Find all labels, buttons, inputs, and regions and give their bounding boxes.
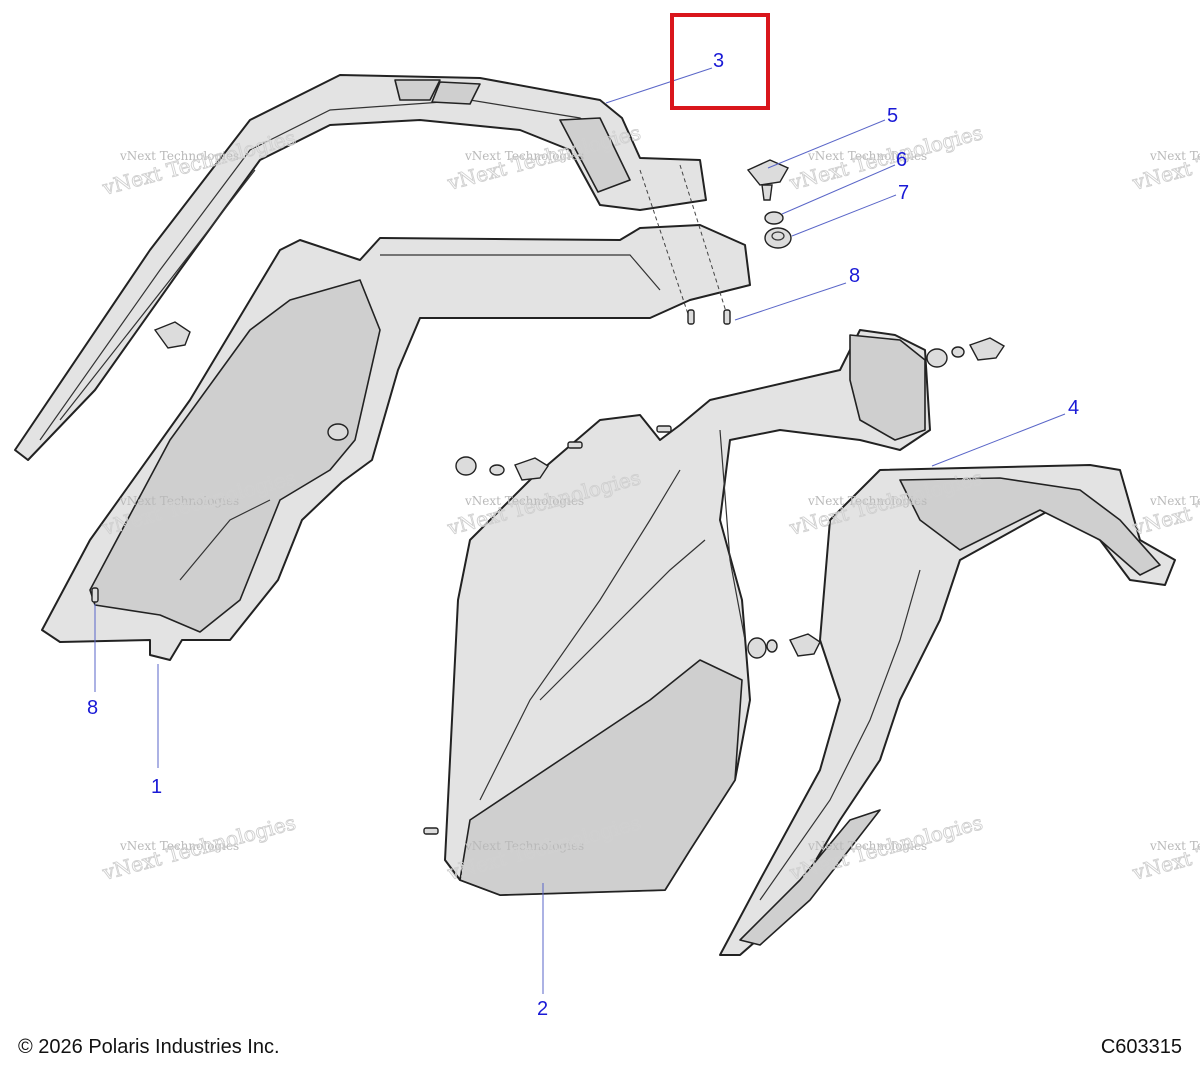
watermark-small: vNext Technologies — [807, 494, 927, 508]
rivet-right-1 — [968, 337, 1005, 361]
leader-3 — [605, 67, 713, 104]
watermark-small: vNext Technologies — [464, 839, 584, 853]
leader-4 — [931, 413, 1066, 467]
copyright-text: © 2026 Polaris Industries Inc. — [18, 1036, 280, 1058]
screw-center-2 — [567, 441, 583, 449]
callout-7: 7 — [898, 182, 909, 204]
callout-1: 1 — [151, 776, 162, 798]
callout-5: 5 — [887, 105, 898, 127]
callout-8: 8 — [87, 697, 98, 719]
highlight-box — [670, 13, 770, 110]
grommet-right-2 — [747, 637, 767, 659]
diagram-code: C603315 — [1100, 1036, 1182, 1058]
leader-7 — [791, 194, 897, 237]
watermark-small: vNext Technologies — [119, 494, 239, 508]
grommet-right-1 — [926, 348, 948, 368]
grommet-center-1 — [455, 456, 477, 476]
washer-right-2 — [766, 639, 778, 653]
part-4-right-panel — [719, 464, 1176, 956]
clip-left-2 — [327, 423, 349, 441]
washer-center-1 — [489, 464, 505, 476]
watermark-small: vNext Technologies — [464, 149, 584, 163]
washer-6 — [764, 211, 784, 225]
callout-4: 4 — [1068, 397, 1079, 419]
watermark-small: vNext Technologies — [119, 149, 239, 163]
fastener-5-rivet — [746, 159, 789, 201]
watermark-small: vNext Technologies — [464, 494, 584, 508]
watermark-small: vNext Technologies — [1149, 494, 1200, 508]
screw-8-c — [91, 587, 99, 603]
leader-lines — [94, 67, 1066, 994]
washer-right-1 — [951, 346, 965, 358]
watermark-small: vNext Technologies — [1149, 149, 1200, 163]
screw-center-1 — [423, 827, 439, 835]
rivet-right-2 — [789, 633, 821, 657]
callout-8: 8 — [849, 265, 860, 287]
watermark-small: vNext Technologies — [1149, 839, 1200, 853]
watermark-small: vNext Technologies — [807, 149, 927, 163]
part-2-center-body — [444, 329, 931, 896]
leader-5 — [767, 119, 886, 169]
leader-6 — [781, 164, 896, 215]
clip-left-1 — [153, 321, 191, 349]
rivet-center-1 — [514, 457, 549, 481]
hardware-group — [91, 159, 1005, 835]
screw-center-3 — [656, 425, 672, 433]
watermark-small: vNext Technologies — [807, 839, 927, 853]
callout-3: 3 — [713, 50, 724, 72]
callouts: 3 5 6 7 8 8 1 4 2 — [87, 50, 1079, 1020]
leader-8a — [734, 282, 847, 321]
screw-8-b — [723, 309, 731, 325]
callout-6: 6 — [896, 149, 907, 171]
part-3-upper-trim — [14, 74, 707, 461]
callout-2: 2 — [537, 998, 548, 1020]
grommet-7 — [764, 227, 792, 249]
watermark-small: vNext Technologies — [119, 839, 239, 853]
screw-8-a — [687, 309, 695, 325]
part-1-left-panel — [41, 164, 751, 661]
